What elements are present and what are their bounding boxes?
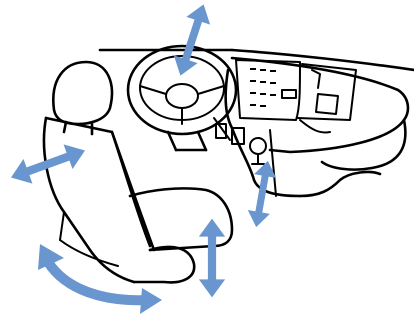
double-arrow-icon [7,138,90,190]
gauge-icon [250,68,296,107]
driver-seat-icon [44,62,232,282]
double-arrow-icon [199,219,225,298]
curved-double-arrow-icon [38,244,162,314]
double-arrow-icon [169,1,216,80]
steering-wheel-icon [128,46,266,164]
